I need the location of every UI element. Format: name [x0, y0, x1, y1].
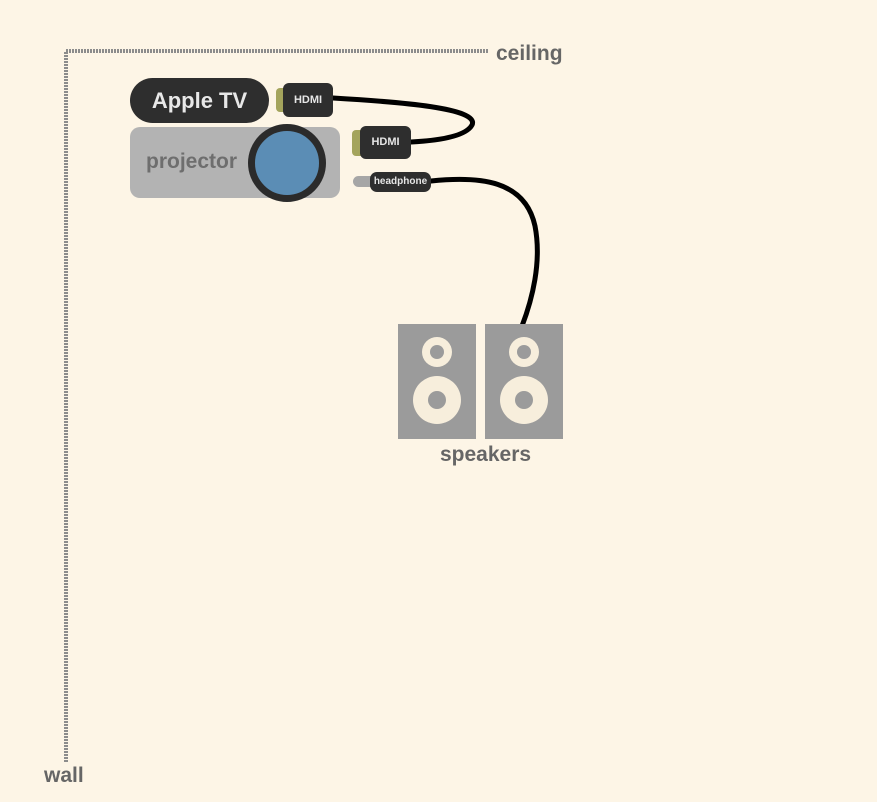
wall-ceiling-line	[64, 49, 488, 763]
projector-lens-icon	[248, 124, 326, 202]
tweeter-icon	[422, 337, 452, 367]
speakers-label: speakers	[440, 443, 532, 466]
woofer-icon	[413, 376, 461, 424]
hdmi-connector-tip	[352, 130, 362, 156]
projector-hdmi-plug: HDMI	[360, 126, 411, 159]
projector-device: projector	[130, 124, 340, 202]
tweeter-icon	[509, 337, 539, 367]
ceiling-label: ceiling	[496, 42, 563, 65]
wall-label: wall	[44, 764, 84, 787]
projector-label: projector	[146, 150, 238, 173]
headphone-connector-tip	[353, 176, 373, 187]
apple-tv-hdmi-plug: HDMI	[283, 83, 333, 117]
hdmi-cable	[330, 95, 475, 145]
headphone-plug: headphone	[370, 172, 431, 192]
apple-tv-device: Apple TV	[130, 78, 269, 123]
speaker-right-icon	[485, 324, 563, 439]
audio-cable	[428, 176, 540, 329]
hdmi-connector-tip	[276, 88, 285, 112]
woofer-icon	[500, 376, 548, 424]
speaker-left-icon	[398, 324, 476, 439]
